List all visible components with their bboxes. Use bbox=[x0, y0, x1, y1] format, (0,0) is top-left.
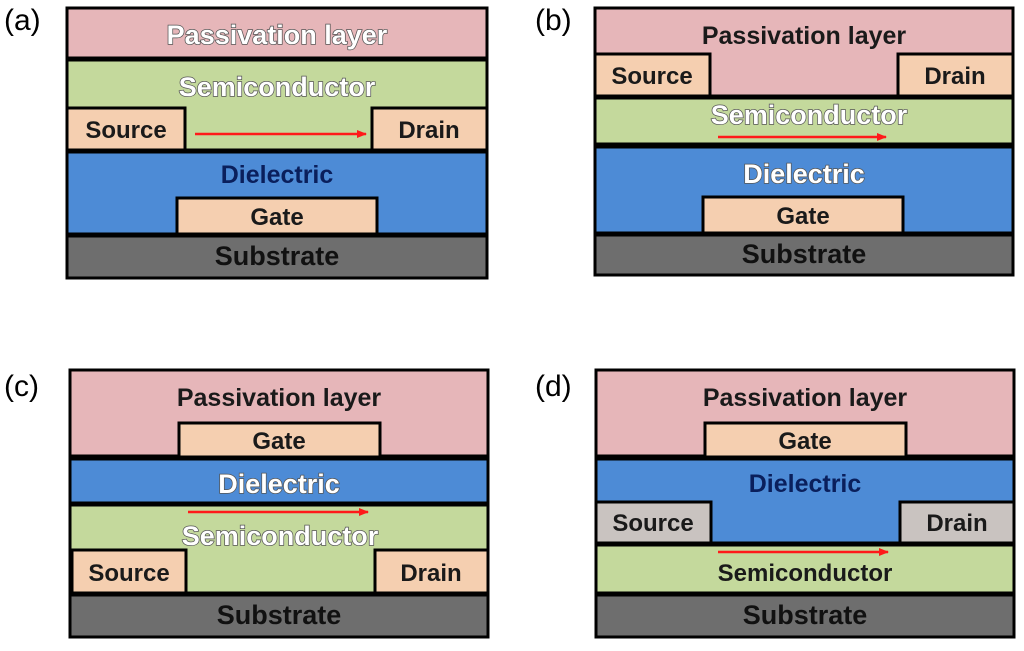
panel-b-gate bbox=[701, 195, 905, 235]
panel-c-substrate-label: Substrate bbox=[217, 600, 342, 630]
panel-c-dielectric bbox=[68, 457, 490, 505]
panel-a: (a) Passivation layer Semiconductor Sour… bbox=[4, 4, 489, 280]
panel-c-passivation-label: Passivation layer bbox=[177, 384, 382, 412]
panel-b-passivation-label: Passivation layer bbox=[702, 22, 907, 50]
panel-b-semiconductor-label: Semiconductor bbox=[711, 100, 908, 130]
panel-b-substrate-label: Substrate bbox=[742, 239, 867, 269]
panel-a-passivation-label: Passivation layer bbox=[167, 20, 388, 50]
panel-a-dielectric-label: Dielectric bbox=[221, 161, 334, 189]
panel-a-passivation-layer bbox=[65, 6, 489, 60]
panel-d-dielectric-label: Dielectric bbox=[749, 470, 862, 498]
panel-a-substrate-label: Substrate bbox=[215, 241, 340, 271]
panel-d-source-label: Source bbox=[612, 510, 693, 537]
panel-d-semiconductor-label: Semiconductor bbox=[718, 560, 893, 587]
panel-b-gate-label: Gate bbox=[776, 203, 829, 230]
panel-a-source-contact bbox=[65, 106, 187, 152]
panel-c-semiconductor-label: Semiconductor bbox=[182, 521, 379, 551]
panel-c-dielectric-label: Dielectric bbox=[218, 469, 340, 499]
panel-a-drain-label: Drain bbox=[398, 117, 459, 144]
panel-c-substrate bbox=[68, 593, 490, 639]
panel-d: (d) Passivation layer Gate Dielectric So… bbox=[535, 368, 1016, 639]
panel-a-gate bbox=[175, 196, 379, 236]
panel-d-source-contact bbox=[594, 500, 713, 545]
panel-c-gate-label: Gate bbox=[252, 428, 305, 455]
panel-a-drain-contact bbox=[370, 106, 489, 152]
panel-b-source-contact bbox=[593, 52, 712, 98]
panel-b: (b) Passivation layer Source Drain Semic… bbox=[535, 4, 1015, 277]
panel-c-tag: (c) bbox=[4, 370, 39, 403]
panel-c-drain-contact bbox=[373, 548, 490, 595]
panel-a-gate-label: Gate bbox=[250, 204, 303, 231]
panel-b-drain-contact bbox=[896, 52, 1015, 98]
panel-c-source-contact bbox=[70, 548, 188, 595]
panel-d-passivation-label: Passivation layer bbox=[703, 384, 908, 412]
panel-c-gate bbox=[177, 421, 382, 459]
panel-b-tag: (b) bbox=[535, 4, 572, 37]
panel-d-drain-label: Drain bbox=[926, 510, 987, 537]
panel-b-dielectric-label: Dielectric bbox=[743, 159, 865, 189]
panel-c-source-label: Source bbox=[88, 560, 169, 587]
panel-c-drain-label: Drain bbox=[400, 560, 461, 587]
panel-d-substrate-label: Substrate bbox=[743, 600, 868, 630]
panel-a-semiconductor-label: Semiconductor bbox=[179, 72, 376, 102]
panel-d-tag: (d) bbox=[535, 370, 572, 403]
panel-a-source-label: Source bbox=[85, 117, 166, 144]
panel-a-substrate bbox=[65, 234, 489, 280]
panel-d-drain-contact bbox=[898, 500, 1016, 545]
panel-b-drain-label: Drain bbox=[924, 63, 985, 90]
panel-c: (c) Passivation layer Gate Dielectric Se… bbox=[4, 368, 490, 639]
panel-b-substrate bbox=[593, 233, 1015, 277]
panel-d-gate-label: Gate bbox=[778, 428, 831, 455]
panel-d-substrate bbox=[594, 593, 1016, 639]
panel-b-source-label: Source bbox=[611, 63, 692, 90]
panel-a-tag: (a) bbox=[4, 4, 41, 37]
panel-d-gate bbox=[703, 421, 908, 459]
